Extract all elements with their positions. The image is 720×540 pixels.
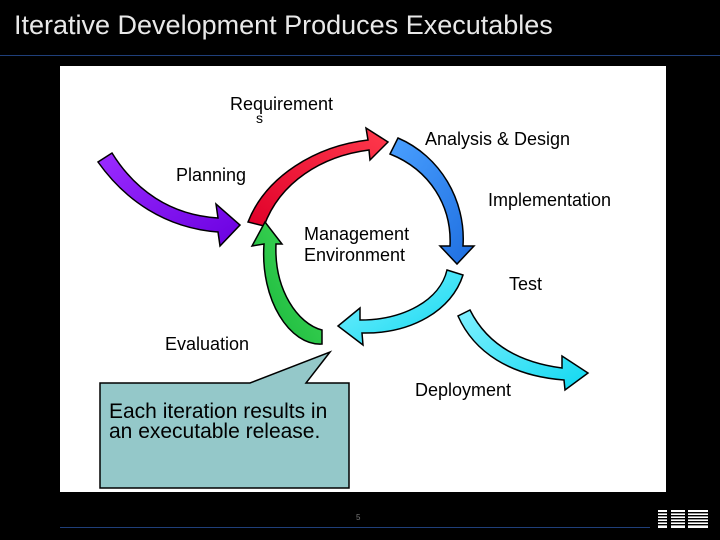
slide-title: Iterative Development Produces Executabl… — [14, 10, 553, 40]
footer-divider — [60, 527, 650, 528]
analysis-design-label: Analysis & Design — [425, 129, 571, 149]
implementation-label: Implementation — [488, 190, 612, 210]
page-number: 5 — [356, 513, 361, 522]
planning-arrow — [96, 151, 242, 248]
planning-to-analysis-arrow — [246, 126, 390, 227]
test-arrow — [336, 269, 464, 347]
management-label: Management — [304, 224, 410, 244]
analysis-to-implementation-arrow — [388, 137, 476, 266]
callout-text: Each iteration results in an executable … — [109, 400, 328, 443]
requirements-label: Requirement — [230, 94, 334, 114]
evaluation-label: Evaluation — [165, 334, 250, 354]
ibm-logo — [658, 510, 708, 528]
requirements-label-wrap: s — [256, 110, 263, 126]
title-divider — [0, 55, 720, 56]
test-label: Test — [509, 274, 543, 294]
callout-bubble — [99, 350, 350, 489]
environment-label: Environment — [304, 245, 406, 265]
deployment-arrow — [457, 308, 590, 392]
deployment-label: Deployment — [415, 380, 512, 400]
evaluation-arrow — [250, 220, 323, 345]
planning-label: Planning — [176, 165, 247, 185]
